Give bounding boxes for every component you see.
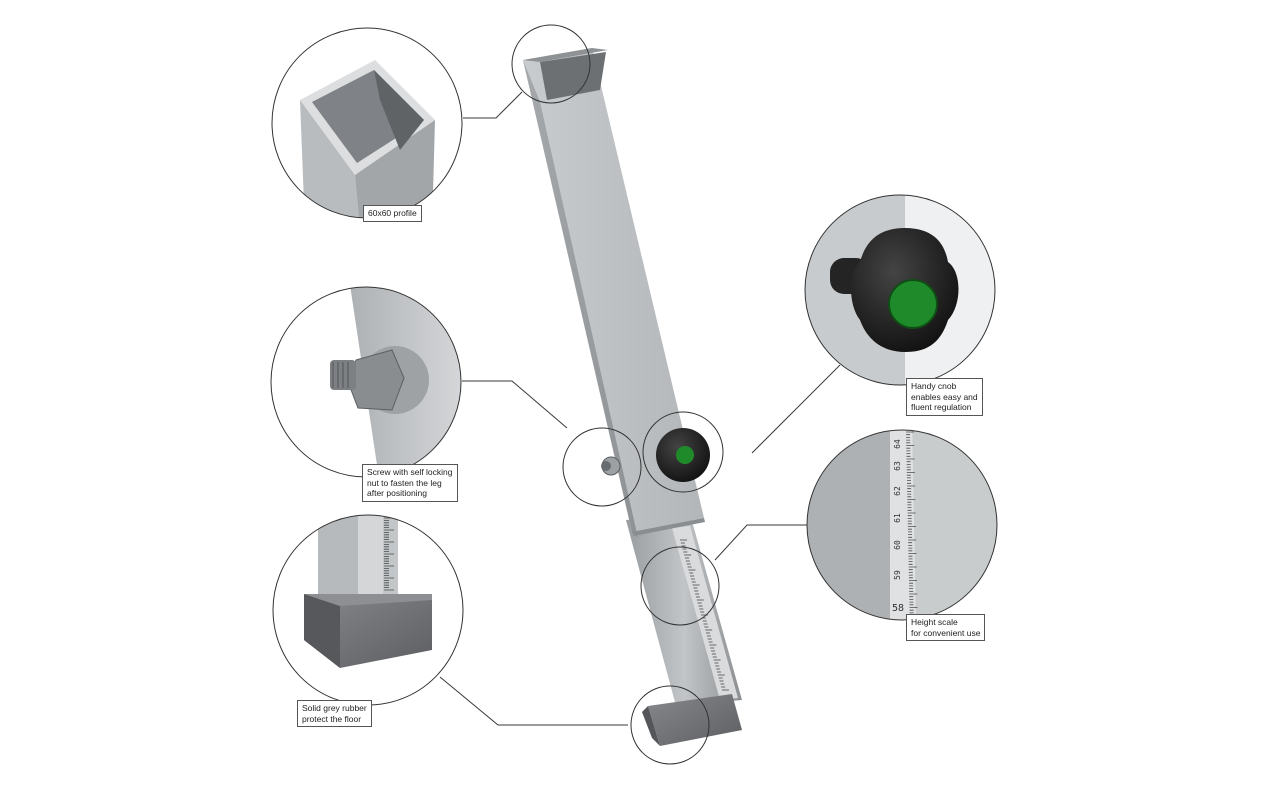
knob-detail-view <box>804 194 996 386</box>
scale-number-58: 58 <box>892 603 904 614</box>
scale-number-62: 62 <box>893 486 902 496</box>
scale-number-61: 61 <box>893 513 902 523</box>
knob-label: Handy cnob enables easy and fluent regul… <box>906 378 983 416</box>
screw-detail-view <box>270 286 462 478</box>
rubber-foot-detail-view <box>272 514 464 706</box>
height-scale-detail-view: 64 63 62 61 60 59 58 <box>806 429 998 621</box>
telescopic-leg <box>523 48 742 746</box>
height-scale-ticks <box>906 431 918 619</box>
rubber-foot-label: Solid grey rubber protect the floor <box>297 700 372 727</box>
scale-number-63: 63 <box>893 461 902 471</box>
leg-height-scale-ticks <box>680 539 729 691</box>
connector-lines <box>439 91 841 726</box>
highlight-rings <box>511 24 724 765</box>
height-scale-label: Height scale for convenient use <box>906 614 986 641</box>
scale-number-59: 59 <box>893 570 902 580</box>
rubber-view-scale-ticks <box>384 517 394 591</box>
profile-detail-view <box>271 27 463 219</box>
profile-label: 60x60 profile <box>363 205 422 222</box>
scale-number-64: 64 <box>893 439 902 449</box>
scale-number-60: 60 <box>893 540 902 550</box>
screw-label: Screw with self locking nut to fasten th… <box>362 464 458 502</box>
